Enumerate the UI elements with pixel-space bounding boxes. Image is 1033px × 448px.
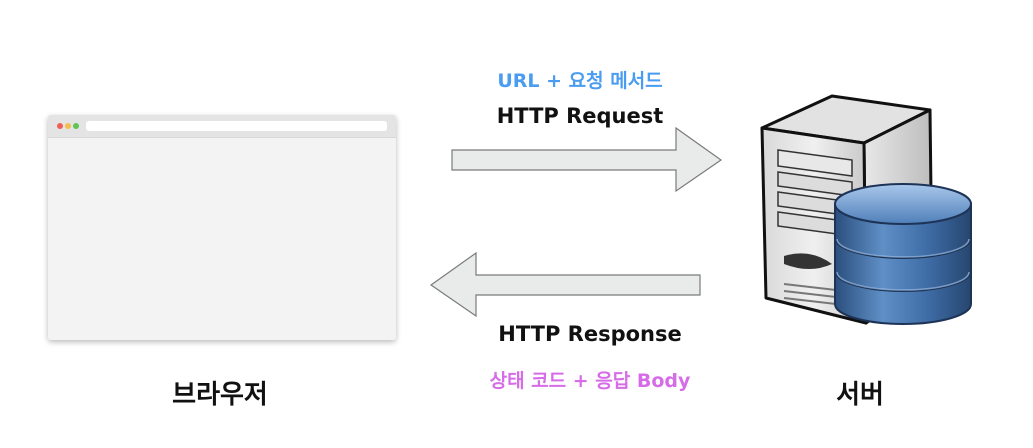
address-bar xyxy=(86,121,387,131)
browser-titlebar xyxy=(48,115,396,138)
arrow-left-icon xyxy=(429,251,701,318)
browser-window-icon xyxy=(48,115,396,340)
request-title-label: HTTP Request xyxy=(496,104,664,128)
minimize-dot-icon xyxy=(65,123,71,129)
browser-content xyxy=(48,138,396,340)
response-title-label: HTTP Response xyxy=(498,322,682,346)
server-database-icon xyxy=(760,94,972,325)
arrow-right-icon xyxy=(451,126,723,193)
maximize-dot-icon xyxy=(73,123,79,129)
close-dot-icon xyxy=(57,123,63,129)
request-detail-label: URL + 요청 메서드 xyxy=(497,70,663,92)
database-icon xyxy=(834,183,972,325)
response-detail-label: 상태 코드 + 응답 Body xyxy=(489,370,691,392)
browser-label: 브라우저 xyxy=(172,380,268,410)
server-label: 서버 xyxy=(836,380,884,410)
